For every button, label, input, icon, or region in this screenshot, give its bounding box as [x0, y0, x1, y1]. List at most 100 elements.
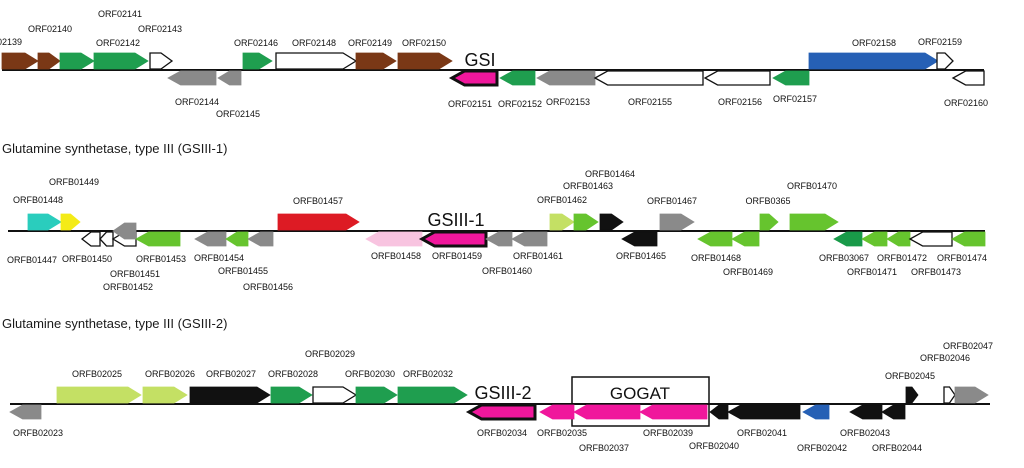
- gene-arrow-orfb01473: [908, 231, 953, 247]
- gene-arrow-orfb01460: [485, 231, 513, 247]
- gene-arrow-orf02156: [703, 70, 771, 86]
- section-title-gsiii-1: Glutamine synthetase, type III (GSIII-1): [2, 141, 228, 156]
- gene-arrow-orfb02028: [270, 386, 313, 404]
- gene-label-orf02148: ORF02148: [292, 38, 336, 48]
- gene-label-orf02153: ORF02153: [546, 97, 590, 107]
- gene-label-orfb02042: ORFB02042: [797, 443, 847, 453]
- gene-label-orfb01448: ORFB01448: [13, 195, 63, 205]
- gene-arrow-orf02160: [951, 70, 985, 86]
- gene-arrow-orf02155: [593, 70, 704, 86]
- gene-arrow-orfb02025: [56, 386, 142, 404]
- gene-label-orfb03067: ORFB03067: [819, 253, 869, 263]
- gene-arrow-orfb01470: [789, 213, 839, 231]
- gene-label-orf02142: ORF02142: [96, 38, 140, 48]
- gene-arrow-orf02151: [448, 69, 499, 87]
- gene-label-orfb01452: ORFB01452: [103, 282, 153, 292]
- gene-label-orf02158: ORF02158: [852, 38, 896, 48]
- gene-label-orfb01471: ORFB01471: [847, 267, 897, 277]
- gene-cluster-3: GOGAT ORFB02023 ORFB02025 ORFB02026 ORFB0202…: [9, 341, 993, 453]
- gene-label-orf02156: ORF02156: [718, 97, 762, 107]
- gene-arrow-orfb02026: [142, 386, 188, 404]
- gene-arrow-orfb01471: [861, 231, 888, 247]
- gene-arrow-orf02148: [275, 52, 358, 70]
- gene-arrow-orfb03067: [833, 231, 863, 247]
- gene-label-orfb02040: ORFB02040: [689, 441, 739, 451]
- gene-arrow-orf02145: [217, 70, 242, 86]
- gene-cluster-2: ORFB01447ORFB01448ORFB01449ORFB01450ORFB…: [7, 169, 987, 292]
- gene-arrow-orfb02045: [905, 386, 919, 404]
- gene-label-orfb02026: ORFB02026: [145, 369, 195, 379]
- gene-label-orfb01461: ORFB01461: [513, 251, 563, 261]
- gene-label-orfb02023: ORFB02023: [13, 428, 63, 438]
- gene-label-orfb01464: ORFB01464: [585, 169, 635, 179]
- gene-arrow-orf02141: [59, 52, 95, 70]
- gene-arrow-orfb02042: [802, 404, 830, 420]
- gene-label-orfb01456: ORFB01456: [243, 282, 293, 292]
- gene-arrow-orfb01450: [99, 231, 114, 247]
- gene-label-orf02150: ORF02150: [402, 38, 446, 48]
- gene-label-orfb01460: ORFB01460: [482, 266, 532, 276]
- gene-arrow-orfb01467: [659, 213, 695, 231]
- gene-label-orf02139: ORF02139: [0, 37, 22, 47]
- gene-arrow-orfb01474: [951, 231, 986, 247]
- gene-arrow-orfb01468: [697, 231, 733, 247]
- gene-label-orfb01473: ORFB01473: [911, 267, 961, 277]
- gene-arrow-orf02142: [93, 52, 149, 70]
- gene-label-orfb01463: ORFB01463: [563, 181, 613, 191]
- gene-arrow-orfb02039: [639, 404, 708, 420]
- gene-arrow-orfb02041: [727, 404, 801, 420]
- gene-arrow-orf02157: [772, 70, 810, 86]
- target-gene-label: GSI: [464, 50, 495, 70]
- gene-arrow-orf02153: [536, 70, 596, 86]
- gene-arrow-orfb01472: [886, 231, 911, 247]
- gene-arrow-orfb02030: [355, 386, 398, 404]
- gene-label-orfb02041: ORFB02041: [737, 428, 787, 438]
- gene-label-orfb01449: ORFB01449: [49, 177, 99, 187]
- gene-label-orfb02043: ORFB02043: [840, 428, 890, 438]
- gene-arrow-orfb01463: [573, 213, 599, 231]
- gene-arrow-orfb01449: [60, 213, 81, 231]
- gene-arrow-orf02144: [167, 70, 217, 86]
- gene-arrow-orfb01458: [365, 231, 423, 247]
- gene-arrow-orfb01455: [225, 231, 249, 247]
- gene-arrow-orfb01448: [27, 213, 62, 231]
- gene-label-orfb02029: ORFB02029: [305, 349, 355, 359]
- gene-label-orfb02032: ORFB02032: [403, 369, 453, 379]
- gene-label-orfb01459: ORFB01459: [432, 251, 482, 261]
- gene-arrow-orfb02027: [189, 386, 271, 404]
- gene-arrow-orfb01452: [112, 222, 137, 240]
- target-gene-label: GSIII-2: [474, 383, 531, 403]
- gene-arrow-orf02149: [355, 52, 397, 70]
- gogat-box-label: GOGAT: [610, 384, 670, 403]
- gene-arrow-orfb01464: [599, 213, 624, 231]
- gene-label-orfb01470: ORFB01470: [787, 181, 837, 191]
- gene-label-orf02160: ORF02160: [944, 98, 988, 108]
- gene-label-orfb02034: ORFB02034: [477, 428, 527, 438]
- gene-arrow-orfb01465: [621, 231, 658, 247]
- gene-label-orfb01454: ORFB01454: [194, 253, 244, 263]
- gene-arrow-orfb02044: [881, 404, 906, 420]
- gene-label-orfb02037: ORFB02037: [579, 443, 629, 453]
- gene-label-orfb01451: ORFB01451: [110, 269, 160, 279]
- gene-label-orf02149: ORF02149: [348, 38, 392, 48]
- gene-label-orfb02039: ORFB02039: [643, 428, 693, 438]
- gene-arrow-orfb02023: [9, 404, 42, 420]
- gene-label-orfb02025: ORFB02025: [72, 369, 122, 379]
- gene-arrow-orfb01454: [194, 231, 227, 247]
- section-title-gsiii-2: Glutamine synthetase, type III (GSIII-2): [2, 316, 228, 331]
- gene-label-orfb02035: ORFB02035: [537, 428, 587, 438]
- gene-label-orfb01458: ORFB01458: [371, 251, 421, 261]
- gene-arrow-orfb02046: [943, 386, 956, 404]
- gene-arrow-orfb0365: [759, 213, 779, 231]
- gene-arrow-orfb02035: [539, 404, 575, 420]
- gene-label-orf02152: ORF02152: [498, 99, 542, 109]
- gene-label-orfb01467: ORFB01467: [647, 196, 697, 206]
- gene-arrow-orf02152: [499, 70, 536, 86]
- gene-label-orfb0365: ORFB0365: [745, 196, 790, 206]
- gene-arrow-orfb02032: [397, 386, 468, 404]
- gene-cluster-1: ORF02139ORF02140ORF02141ORF02142ORF02143…: [0, 9, 988, 119]
- gene-arrow-orf02146: [242, 52, 273, 70]
- gene-label-orfb01472: ORFB01472: [877, 253, 927, 263]
- gene-label-orfb02027: ORFB02027: [206, 369, 256, 379]
